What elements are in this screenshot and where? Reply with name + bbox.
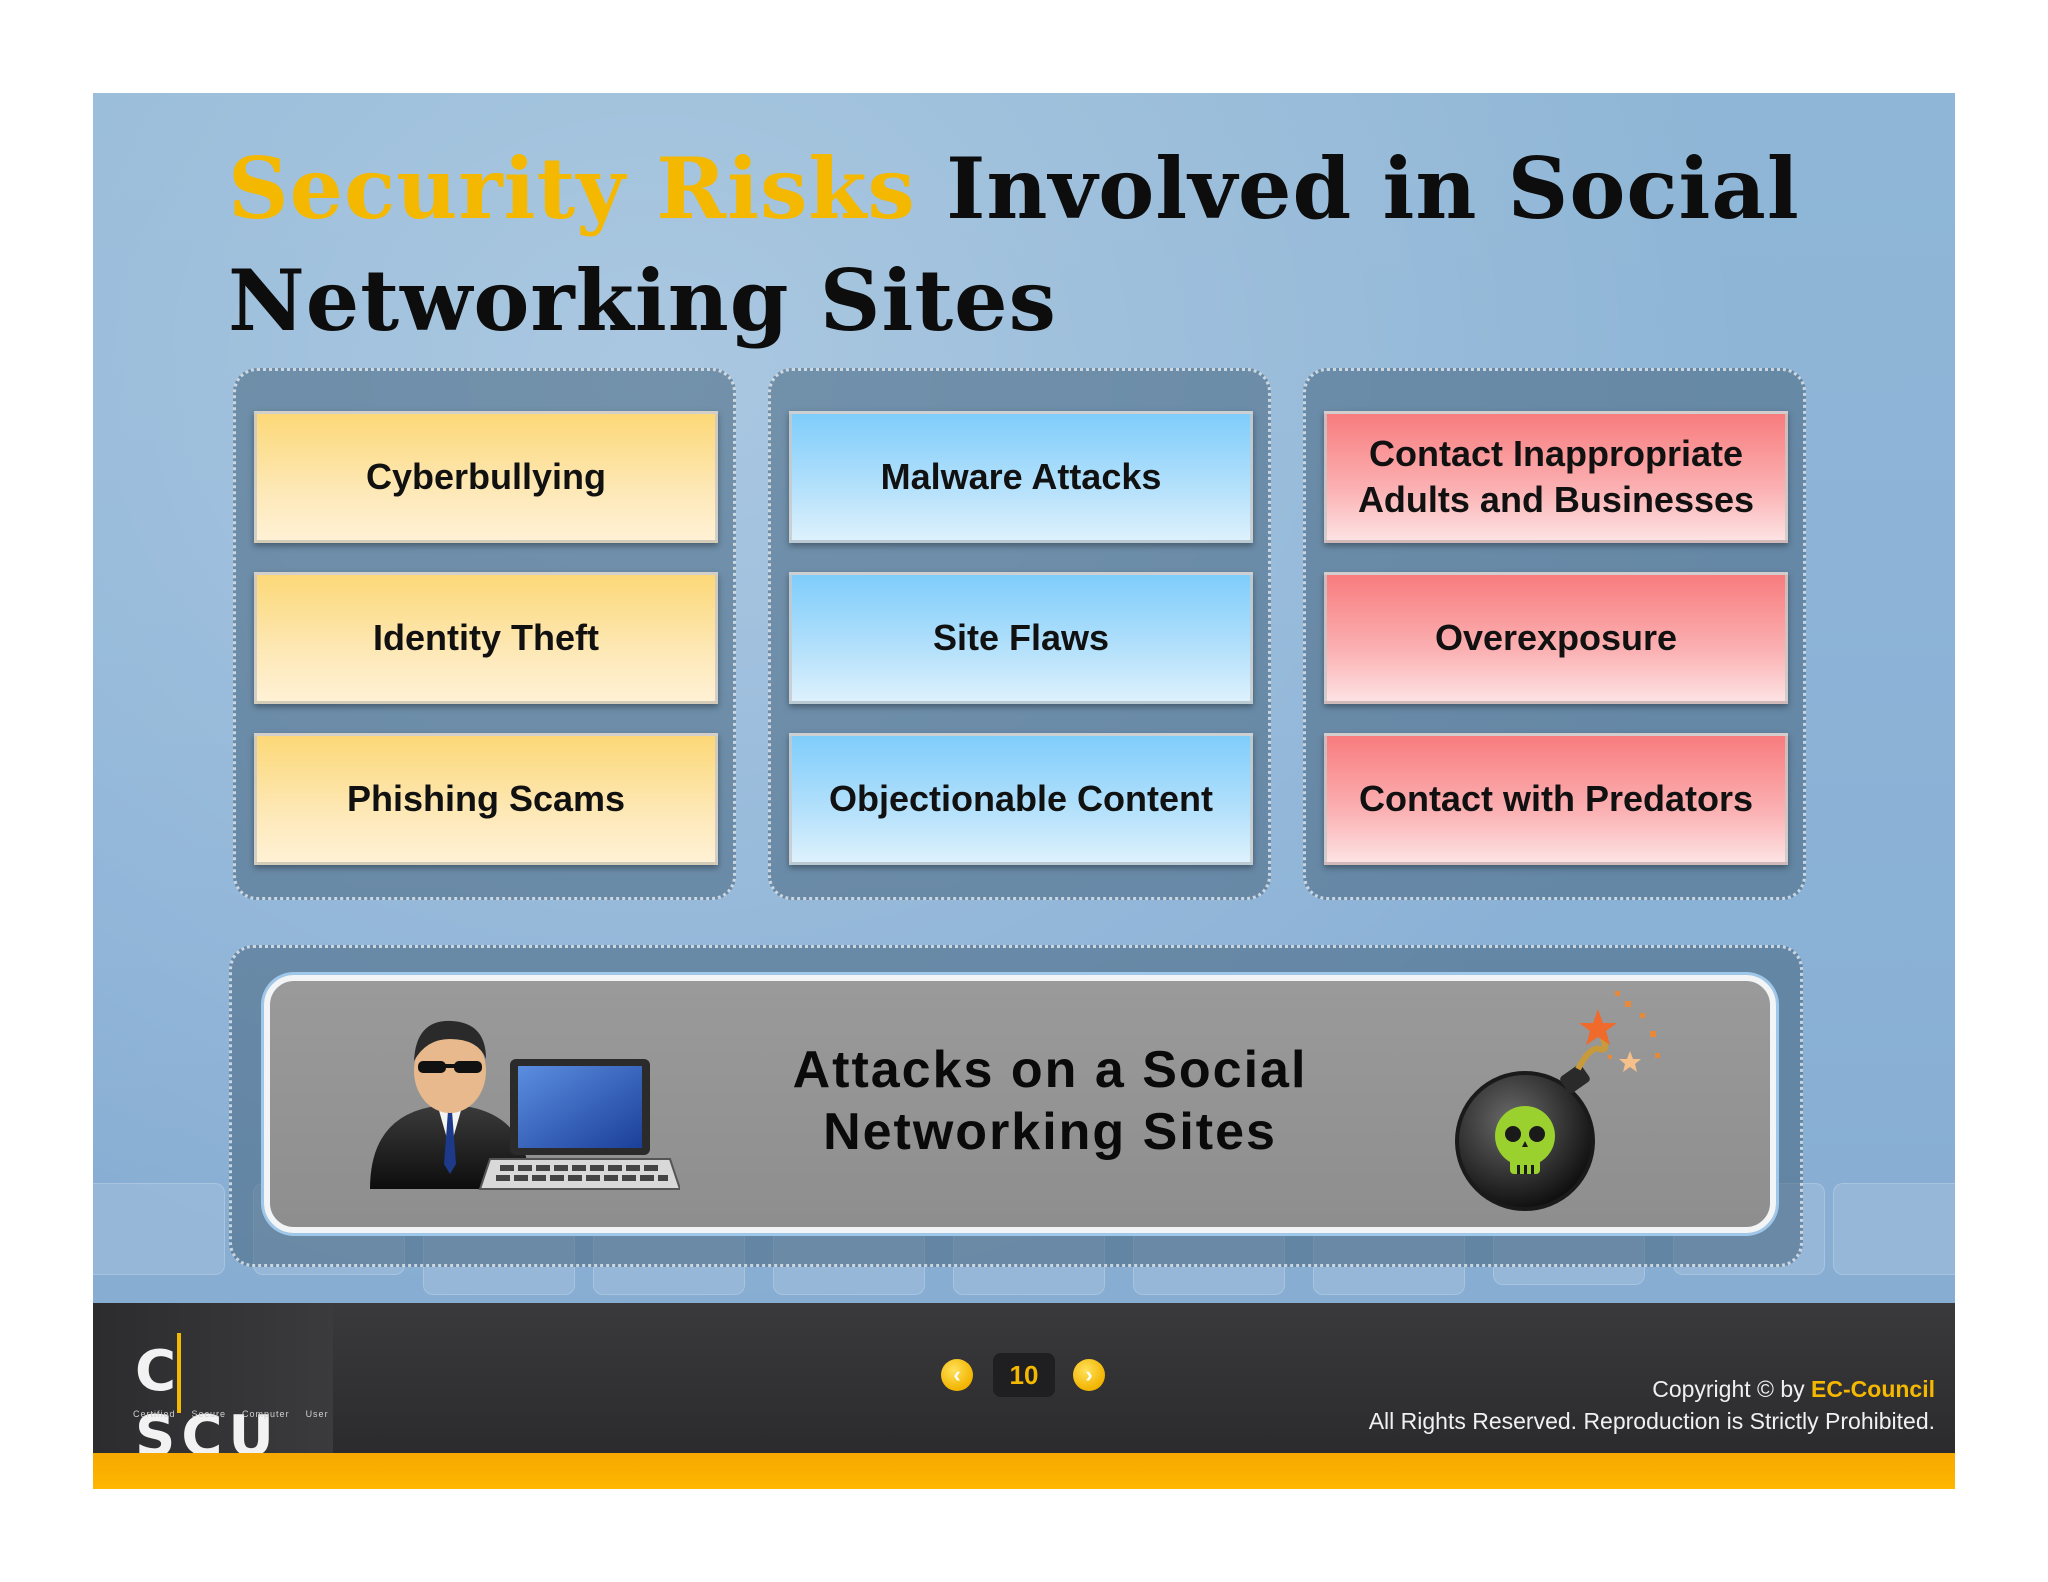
chevron-left-icon[interactable]: ‹	[941, 1359, 973, 1391]
slide: Security Risks Involved in Social Networ…	[93, 93, 1955, 1489]
attack-title: Attacks on a Social Networking Sites	[790, 1039, 1310, 1163]
logo-divider	[177, 1333, 181, 1413]
rights-text: All Rights Reserved. Reproduction is Str…	[1368, 1408, 1935, 1434]
page-title: Security Risks Involved in Social Networ…	[228, 133, 1828, 357]
copyright-prefix: Copyright © by	[1652, 1376, 1812, 1402]
attack-title-line1: Attacks on a Social	[792, 1041, 1308, 1099]
page-number: 10	[993, 1353, 1055, 1397]
risk-card-contact-inappropriate: Contact Inappropriate Adults and Busines…	[1324, 411, 1788, 543]
attack-panel: Attacks on a Social Networking Sites	[264, 975, 1776, 1233]
risk-card-malware-attacks: Malware Attacks	[789, 411, 1253, 543]
chevron-right-icon[interactable]: ›	[1073, 1359, 1105, 1391]
title-line2: Networking Sites	[228, 251, 1057, 350]
attack-title-line2: Networking Sites	[823, 1103, 1277, 1161]
risk-group-technical: Malware Attacks Site Flaws Objectionable…	[768, 368, 1271, 900]
risk-card-identity-theft: Identity Theft	[254, 572, 718, 704]
risk-group-social: Contact Inappropriate Adults and Busines…	[1303, 368, 1806, 900]
risk-card-site-flaws: Site Flaws	[789, 572, 1253, 704]
risk-card-objectionable-content: Objectionable Content	[789, 733, 1253, 865]
copyright: Copyright © by EC-Council All Rights Res…	[1369, 1373, 1935, 1437]
hacker-laptop-icon	[370, 1020, 680, 1190]
risk-group-personal: Cyberbullying Identity Theft Phishing Sc…	[233, 368, 736, 900]
pagination: ‹ 10 ›	[941, 1353, 1113, 1397]
bomb-icon	[1455, 991, 1660, 1211]
risk-card-contact-predators: Contact with Predators	[1324, 733, 1788, 865]
title-highlight: Security Risks	[228, 139, 916, 238]
ec-council-brand: EC-Council	[1811, 1376, 1935, 1402]
risk-card-cyberbullying: Cyberbullying	[254, 411, 718, 543]
footer-accent-strip	[93, 1453, 1955, 1489]
logo-letter-c: C	[135, 1339, 183, 1404]
risk-card-overexposure: Overexposure	[1324, 572, 1788, 704]
risk-card-phishing-scams: Phishing Scams	[254, 733, 718, 865]
title-rest-line1: Involved in Social	[915, 139, 1800, 238]
